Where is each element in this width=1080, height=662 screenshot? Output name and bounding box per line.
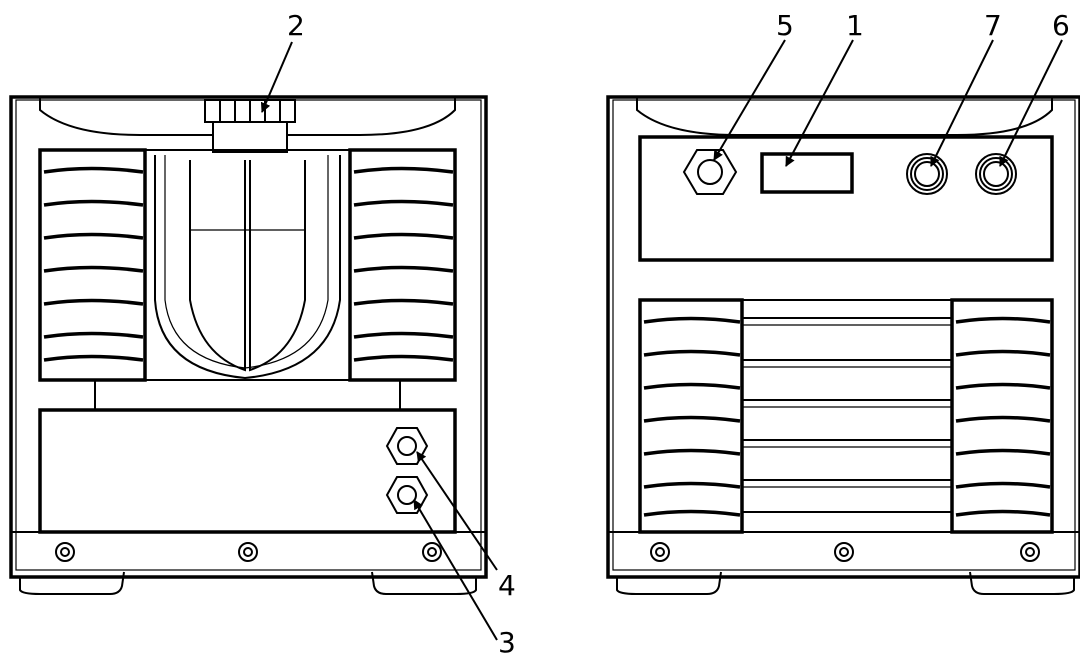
right-base — [608, 531, 1080, 595]
callout-4: 4 — [498, 569, 516, 602]
label-plate-1 — [760, 152, 854, 194]
callout-leaders — [260, 39, 1063, 641]
callout-7: 7 — [984, 9, 1002, 42]
left-louver-grille — [38, 148, 147, 382]
callout-2: 2 — [287, 9, 305, 42]
fitting-5 — [682, 149, 738, 195]
right-unit — [606, 95, 1080, 595]
rear-control-panel — [638, 135, 1054, 262]
filler-cap — [204, 99, 296, 153]
callout-1: 1 — [846, 9, 864, 42]
reservoir-tank — [144, 149, 351, 381]
connector-6 — [975, 153, 1017, 195]
connector-7 — [906, 153, 948, 195]
left-unit — [9, 95, 488, 595]
right-louver-grille — [348, 148, 457, 382]
rear-right-grille — [950, 298, 1054, 534]
callout-3: 3 — [498, 626, 516, 657]
rear-center-grille — [741, 299, 953, 533]
left-base — [11, 531, 486, 595]
fitting-3 — [385, 476, 429, 514]
right-housing — [606, 95, 1080, 579]
callout-5: 5 — [776, 9, 794, 42]
rear-left-grille — [638, 298, 744, 534]
callout-6: 6 — [1052, 9, 1070, 42]
